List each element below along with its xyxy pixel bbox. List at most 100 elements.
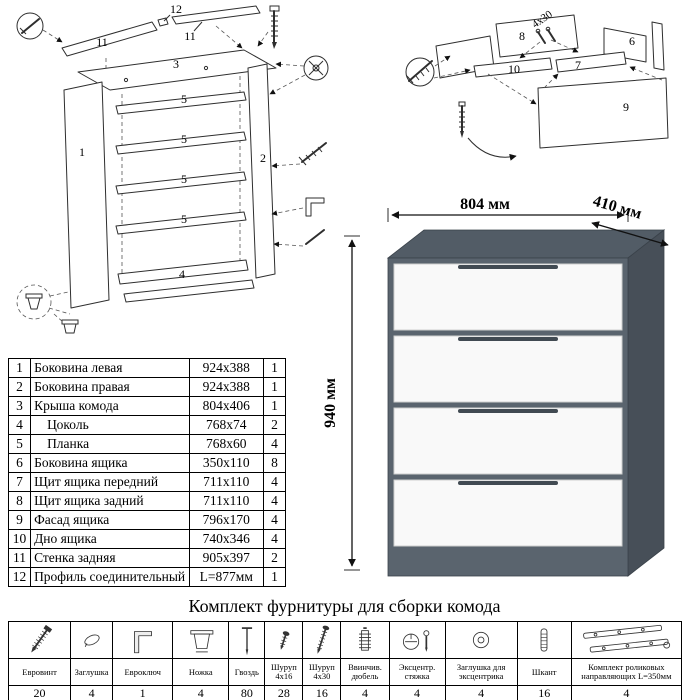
exploded-part-plinth xyxy=(117,259,249,285)
part-size: 768x60 xyxy=(188,434,264,454)
callout-screw-right-lower xyxy=(273,229,325,248)
exploded-part-drawer-front xyxy=(555,51,627,73)
hardware-name: Шкант xyxy=(516,658,572,686)
hardware-icons-row xyxy=(7,621,683,659)
label-part-7: 7 xyxy=(575,58,581,72)
hardware-qty: 80 xyxy=(228,685,266,700)
part-num: 11 xyxy=(7,548,32,568)
hardware-qty-row: 20 4 1 4 80 28 16 4 4 4 16 4 xyxy=(7,685,683,700)
screw-small-icon xyxy=(280,631,290,650)
callout-cam-screw-right xyxy=(269,55,329,95)
product-render: 804 мм 410 мм 940 мм xyxy=(322,196,669,577)
part-size: 350x110 xyxy=(188,453,264,473)
part-qty: 2 xyxy=(262,548,287,568)
hardware-icon-cell xyxy=(264,621,304,659)
part-num: 10 xyxy=(7,529,32,549)
label-part-2: 2 xyxy=(260,151,266,165)
part-name: Планка xyxy=(30,434,190,454)
hardware-icon-cell xyxy=(388,621,446,659)
label-part-5d: 5 xyxy=(181,212,187,226)
label-part-12: 12 xyxy=(170,2,182,16)
part-num: 5 xyxy=(7,434,32,454)
part-name: Профиль соединительный xyxy=(30,567,190,587)
drawer-front-2 xyxy=(393,335,623,403)
hardware-icon-cell xyxy=(7,621,72,659)
cam-lock-icon xyxy=(403,630,430,652)
drawer-handle-groove xyxy=(458,265,558,269)
part-qty: 1 xyxy=(262,567,287,587)
parts-row: 9 Фасад ящика 796x170 4 xyxy=(7,510,287,530)
hardware-icon-cell xyxy=(340,621,390,659)
hardware-names-row: Евровинт Заглушка Евроключ Ножка Гвоздь … xyxy=(7,658,683,686)
parts-table: 1 Боковина левая 924x388 1 2 Боковина пр… xyxy=(7,358,287,587)
part-num: 9 xyxy=(7,510,32,530)
part-num: 4 xyxy=(7,415,32,435)
parts-row: 3 Крыша комода 804x406 1 xyxy=(7,396,287,416)
drawer-handle-groove xyxy=(458,481,558,485)
part-name: Щит ящика задний xyxy=(30,491,190,511)
dimension-depth-label: 410 мм xyxy=(591,196,644,223)
label-part-1: 1 xyxy=(79,145,85,159)
callout-confirmat-right xyxy=(271,142,327,169)
hardware-icon-cell xyxy=(444,621,518,659)
exploded-part-drawer-facade xyxy=(537,77,669,149)
label-part-9: 9 xyxy=(623,100,629,114)
cap-icon xyxy=(84,634,100,647)
part-num: 6 xyxy=(7,453,32,473)
hardware-name: Заглушка xyxy=(70,658,114,686)
hardware-qty: 4 xyxy=(570,685,683,700)
vertical-screw-drawer xyxy=(458,101,517,161)
callout-foot-bottomleft xyxy=(16,284,79,334)
callout-confirmat-drawer xyxy=(405,55,471,87)
label-part-10: 10 xyxy=(508,62,520,76)
foot-icon xyxy=(190,630,214,653)
callout-bracket-right xyxy=(271,197,325,217)
hardware-qty: 28 xyxy=(264,685,304,700)
exploded-part-drawer-strip xyxy=(651,21,665,71)
part-num: 7 xyxy=(7,472,32,492)
hardware-qty: 4 xyxy=(172,685,230,700)
exploded-part-rail-1 xyxy=(115,91,247,115)
hardware-name: Евроключ xyxy=(112,658,174,686)
exploded-part-drawer-bottom xyxy=(473,57,553,78)
parts-row: 8 Щит ящика задний 711x110 4 xyxy=(7,491,287,511)
nail-icon xyxy=(241,627,252,656)
hardware-name: Заглушка для эксцентрика xyxy=(444,658,518,686)
hardware-name: Комплект роликовых направляющих L=350мм xyxy=(570,658,683,686)
roller-guides-icon xyxy=(583,624,671,653)
hardware-qty: 4 xyxy=(388,685,446,700)
hardware-icon-cell xyxy=(228,621,266,659)
screws-4x30-icon xyxy=(519,26,579,59)
drawer-front-1 xyxy=(393,263,623,331)
label-part-6: 6 xyxy=(629,34,635,48)
part-qty: 4 xyxy=(262,529,287,549)
hardware-icon-cell xyxy=(516,621,572,659)
parts-row: 6 Боковина ящика 350x110 8 xyxy=(7,453,287,473)
parts-row: 1 Боковина левая 924x388 1 xyxy=(7,358,287,378)
hardware-table: Евровинт Заглушка Евроключ Ножка Гвоздь … xyxy=(7,621,683,700)
hardware-qty: 4 xyxy=(70,685,114,700)
hardware-name: Евровинт xyxy=(7,658,72,686)
part-num: 1 xyxy=(7,358,32,378)
hardware-icon-cell xyxy=(302,621,342,659)
part-num: 12 xyxy=(7,567,32,587)
hardware-kit-title: Комплект фурнитуры для сборки комода xyxy=(188,596,501,616)
hardware-name: Ввинчив. дюбель xyxy=(340,658,390,686)
part-qty: 4 xyxy=(262,434,287,454)
exploded-part-back-panel-left xyxy=(61,21,158,57)
label-part-4: 4 xyxy=(179,267,185,281)
hardware-icon-cell xyxy=(172,621,230,659)
parts-row: 7 Щит ящика передний 711x110 4 xyxy=(7,472,287,492)
part-name: Боковина левая xyxy=(30,358,190,378)
part-size: 711x110 xyxy=(188,472,264,492)
part-qty: 2 xyxy=(262,415,287,435)
exploded-diagram-carcass: 11 12 11 3 1 2 5 5 xyxy=(16,2,329,334)
drawer-handle-groove xyxy=(458,337,558,341)
cabinet-top-face xyxy=(386,229,666,259)
part-size: 804x406 xyxy=(188,396,264,416)
part-num: 8 xyxy=(7,491,32,511)
exploded-part-side-right xyxy=(247,63,276,279)
part-qty: 1 xyxy=(262,377,287,397)
parts-row: 12 Профиль соединительный L=877мм 1 xyxy=(7,567,287,587)
hardware-qty: 16 xyxy=(516,685,572,700)
